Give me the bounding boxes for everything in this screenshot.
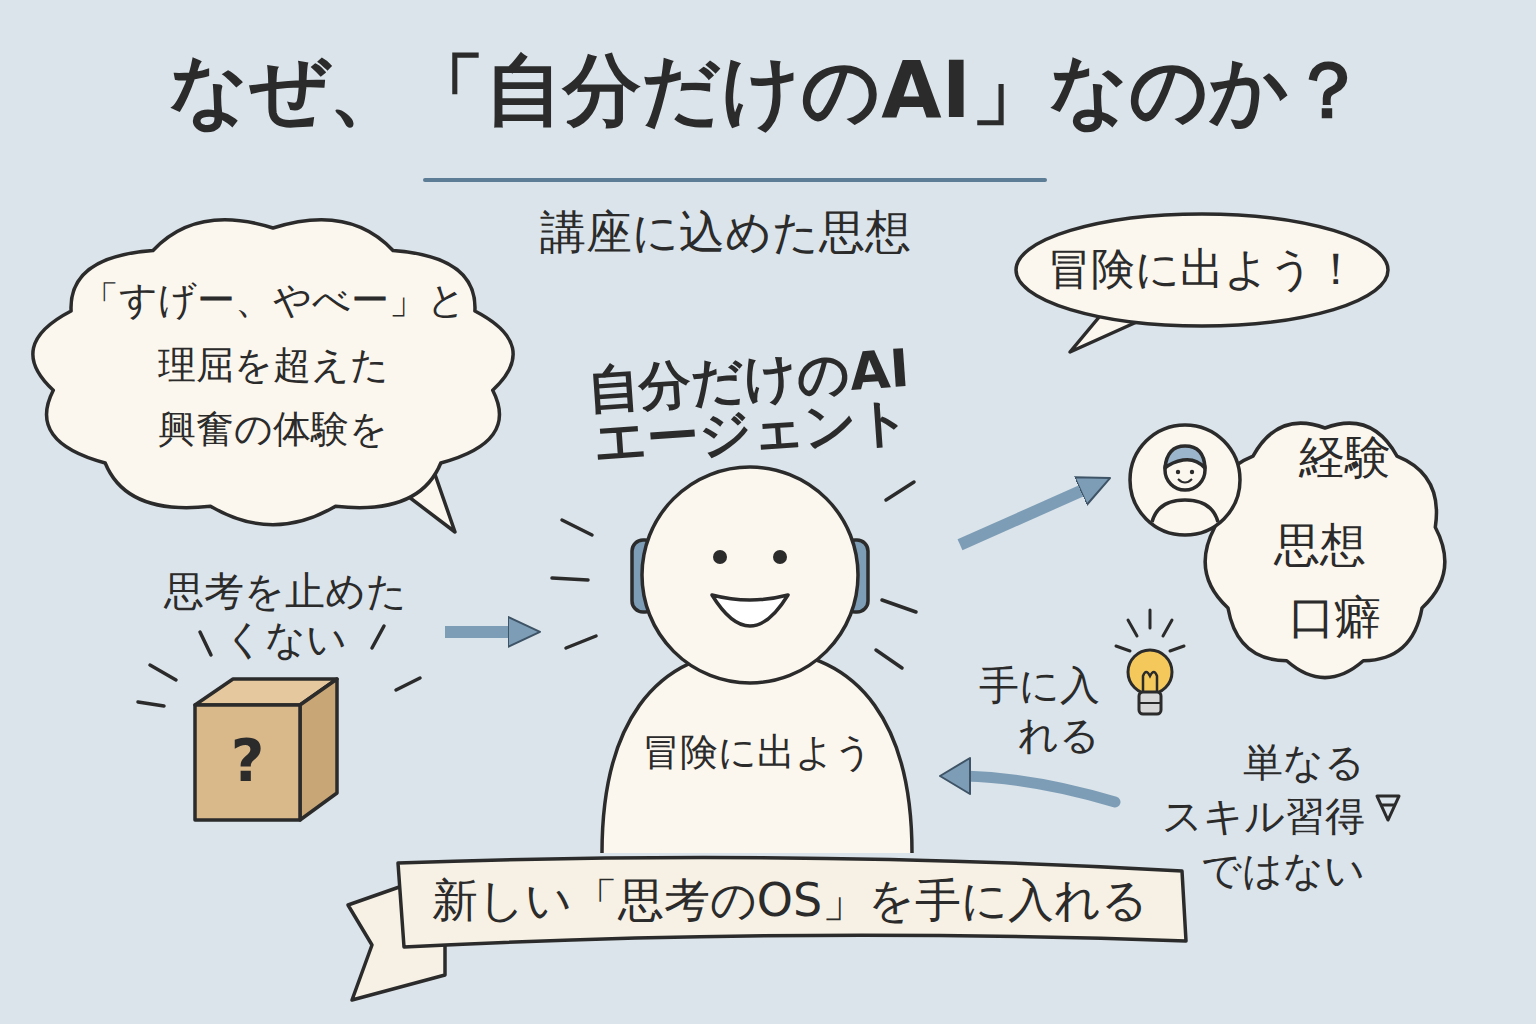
person-cloud-node: 経験思想口癖 <box>1110 400 1450 685</box>
text-line: 「すげー、やべー」と <box>78 268 468 333</box>
symbol-triangle <box>1377 796 1399 820</box>
person-smile <box>1178 479 1192 483</box>
bulb-thread <box>1140 702 1160 704</box>
banner-node: 新しい「思考のOS」を手に入れる <box>390 845 1190 955</box>
ray <box>1149 610 1152 628</box>
text-slot: 手に入れる <box>960 660 1100 760</box>
cloud-text: 「すげー、やべー」と理屈を超えた興奮の体験を <box>78 268 468 462</box>
keyword-text: 経験 <box>1290 430 1400 485</box>
note-text: 単なるスキル習得ではない <box>1150 735 1365 897</box>
ray <box>562 520 592 535</box>
mystery-box-node: 思考を止めたくない? <box>125 555 445 835</box>
bubble-text: 冒険に出よう！ <box>1010 243 1395 296</box>
speech-bubble-node: 冒険に出よう！ <box>1010 210 1395 360</box>
box-side <box>300 679 337 820</box>
robot-heading: 自分だけのAI エージェント <box>537 338 963 471</box>
thought-cloud-node: 「すげー、やべー」と理屈を超えた興奮の体験を <box>45 210 505 540</box>
arrow-label: 手に入れる <box>960 660 1100 760</box>
diagram-title: なぜ、「自分だけのAI」なのか？ <box>0 44 1536 138</box>
drawing-part <box>1116 610 1184 651</box>
person-shoulders <box>1152 500 1218 522</box>
curved-arrow-head <box>940 758 970 794</box>
text-slot: なぜ、「自分だけのAI」なのか？ <box>0 44 1536 138</box>
ray <box>200 632 211 655</box>
ray <box>1170 646 1184 651</box>
ray <box>138 702 164 706</box>
text-slot: ? <box>195 727 300 797</box>
text-slot: 口癖 <box>1280 590 1390 645</box>
text-slot: 思想 <box>1265 518 1375 573</box>
ray <box>1116 646 1130 651</box>
text-slot: 講座に込めた思想 <box>480 205 970 260</box>
robot-head <box>642 467 858 683</box>
ray <box>876 650 902 668</box>
robot-node: 自分だけのAI エージェント冒険に出よう <box>540 345 960 860</box>
ray <box>552 578 588 580</box>
ray <box>882 600 916 612</box>
person-hair <box>1165 446 1205 468</box>
keyword-text: 思想 <box>1265 518 1375 573</box>
curved-arrow-shaft <box>965 776 1115 802</box>
bulb-base <box>1139 692 1161 714</box>
text-line: 手に入 <box>960 660 1100 710</box>
ray <box>396 678 420 690</box>
ray <box>1163 620 1172 636</box>
ray <box>1128 620 1137 636</box>
forall-symbol <box>1377 796 1399 820</box>
person-eye <box>1190 470 1194 474</box>
text-line: ではない <box>1150 843 1365 897</box>
text-slot: 「すげー、やべー」と理屈を超えた興奮の体験を <box>78 268 468 462</box>
ray <box>372 626 384 648</box>
robot-eye <box>713 550 727 564</box>
ray <box>566 636 596 648</box>
ray <box>886 482 914 500</box>
connector-arrow <box>445 626 518 638</box>
person-eye <box>1176 470 1180 474</box>
text-line: 単なる <box>1150 735 1365 789</box>
box-heading: 思考を止めたくない <box>125 567 445 663</box>
text-line: れる <box>960 710 1100 760</box>
box-front <box>195 705 300 820</box>
person-frame <box>1130 425 1240 535</box>
text-slot: 冒険に出よう <box>600 730 915 776</box>
text-slot: 新しい「思考のOS」を手に入れる <box>390 873 1190 928</box>
text-line: 思考を止めた <box>125 567 445 615</box>
text-slot: 思考を止めたくない <box>125 567 445 663</box>
text-line: 理屈を超えた <box>78 333 468 398</box>
text-slot: 経験 <box>1290 430 1400 485</box>
text-slot: 自分だけのAI エージェント <box>537 338 963 471</box>
text-line: くない <box>125 615 445 663</box>
connector-arrow <box>960 487 1090 545</box>
thought-cloud <box>1205 423 1445 677</box>
question-mark: ? <box>195 727 300 797</box>
robot-eye <box>773 550 787 564</box>
subtitle: 講座に込めた思想 <box>480 205 970 260</box>
robot-body-text: 冒険に出よう <box>600 730 915 776</box>
text-slot: 冒険に出よう！ <box>1010 243 1395 296</box>
bulb-glass <box>1128 650 1172 694</box>
bulb-filament <box>1143 672 1157 692</box>
banner-text: 新しい「思考のOS」を手に入れる <box>390 873 1190 928</box>
text-line: 興奮の体験を <box>78 397 468 462</box>
lightbulb <box>1116 610 1184 714</box>
title-underline <box>425 178 1045 182</box>
text-line: スキル習得 <box>1150 789 1365 843</box>
text-slot: 単なるスキル習得ではない <box>1150 735 1365 897</box>
thought-cloud <box>33 220 513 525</box>
curved-arrow <box>940 758 1115 802</box>
keyword-text: 口癖 <box>1280 590 1390 645</box>
symbol-bar <box>1381 804 1395 807</box>
ray <box>150 665 176 680</box>
robot-mouth <box>712 595 788 626</box>
